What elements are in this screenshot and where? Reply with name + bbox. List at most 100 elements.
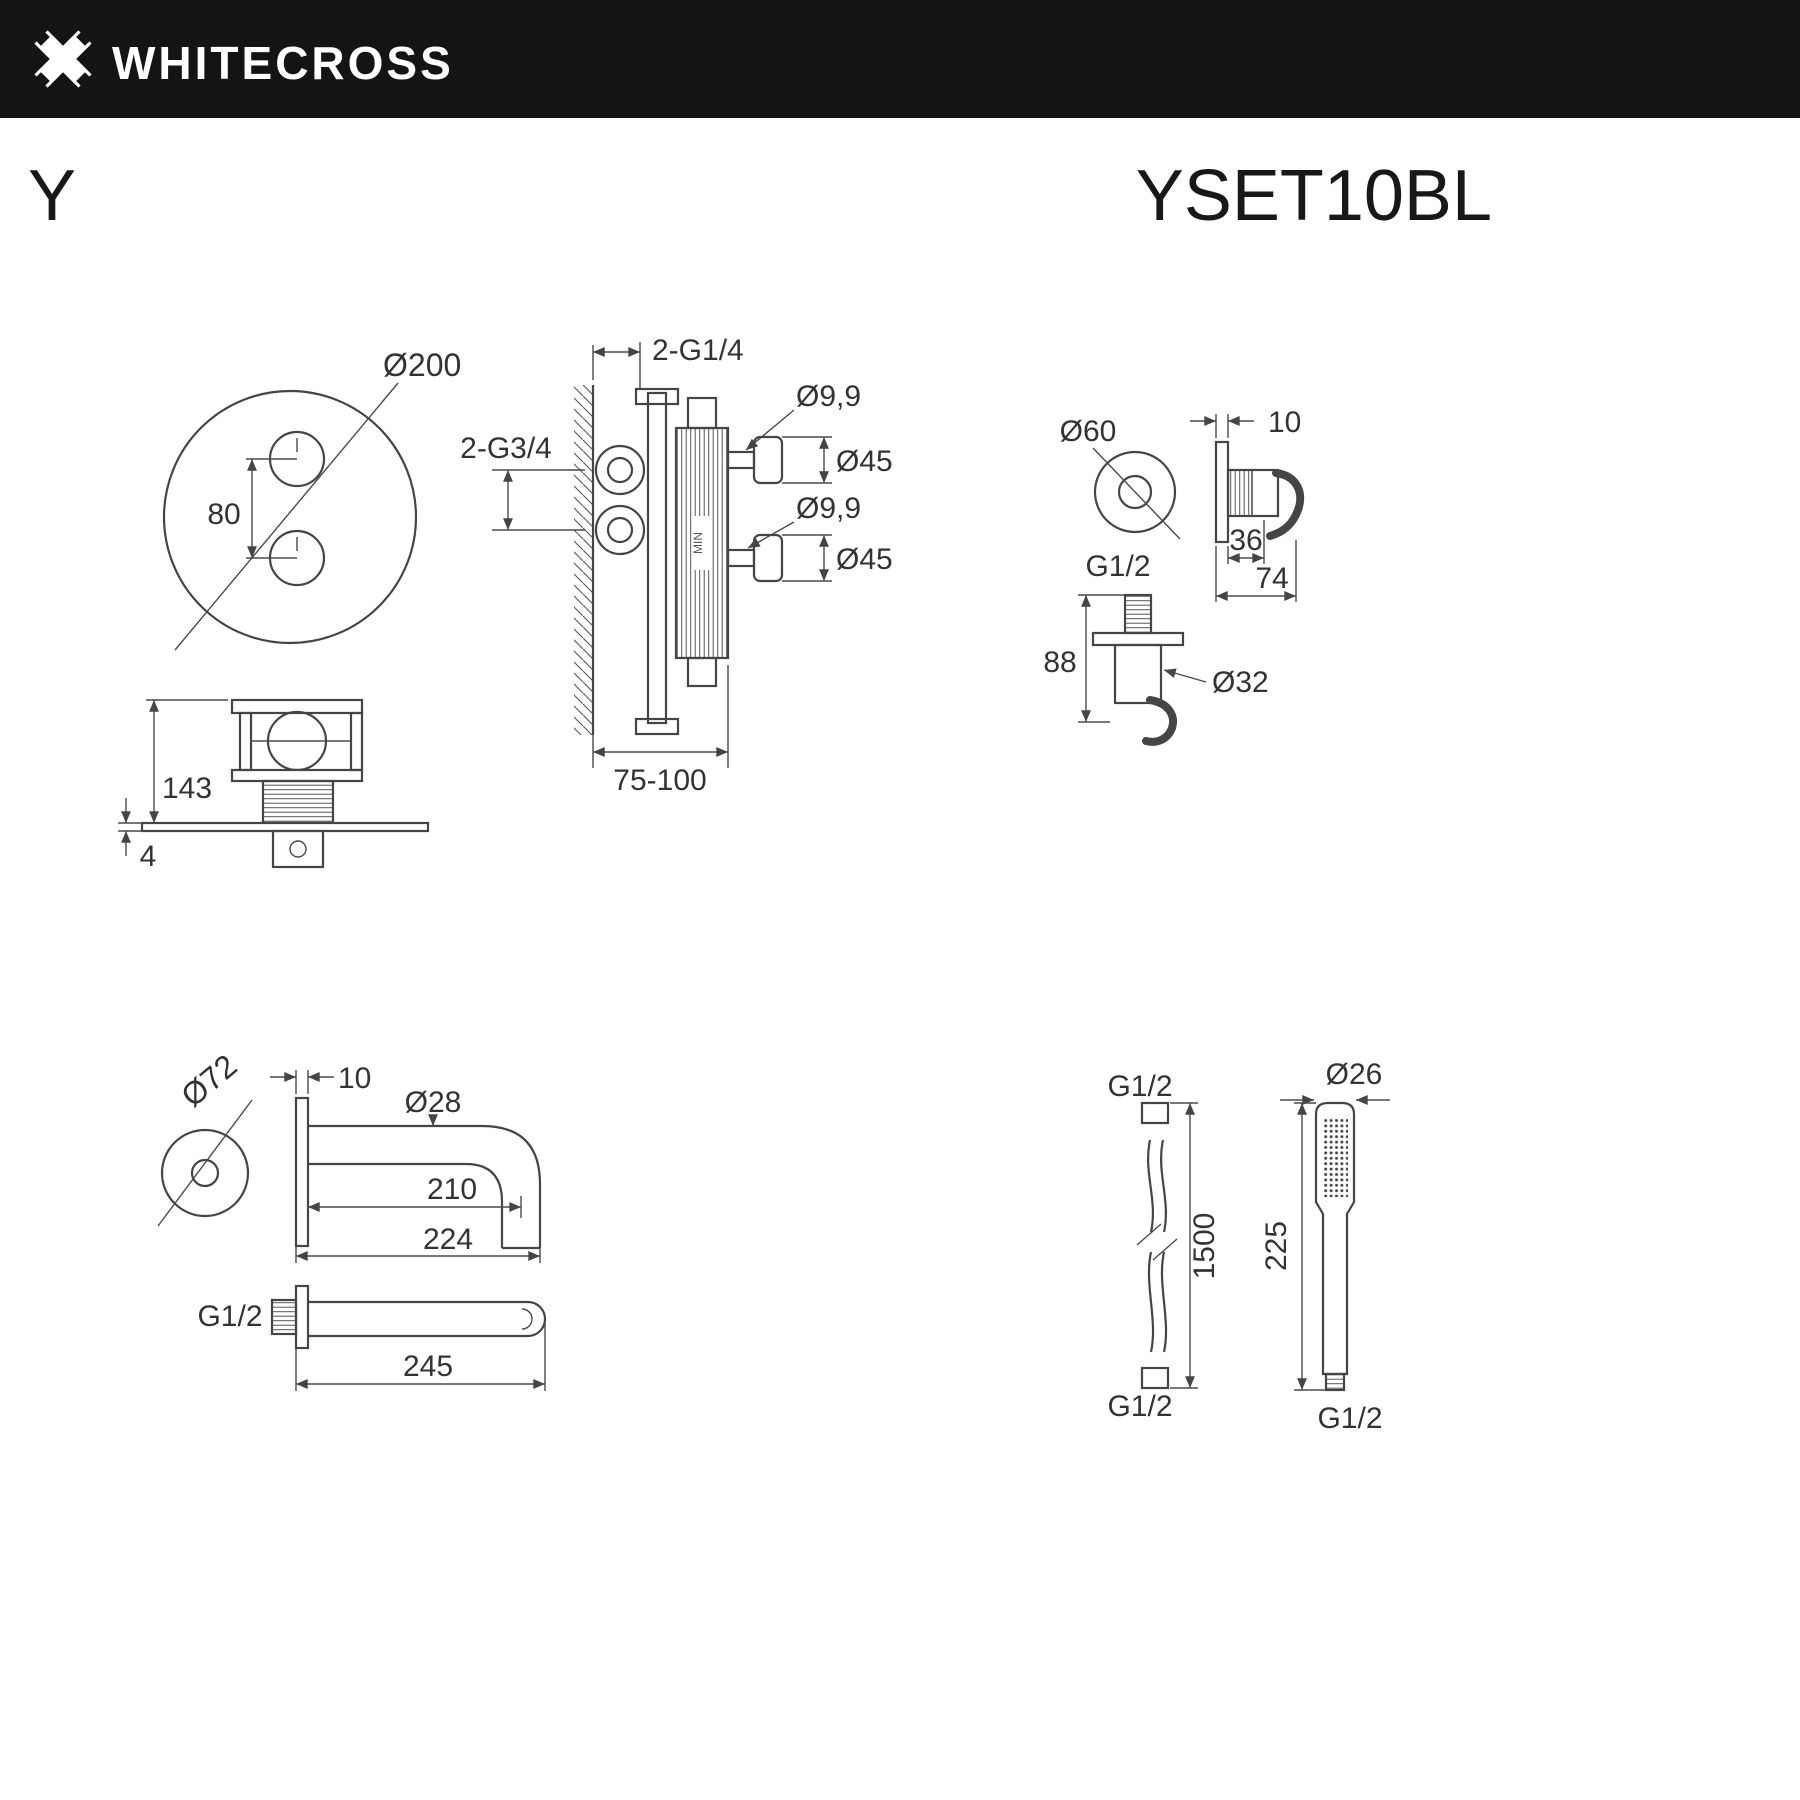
dim-outlet-depth: 74	[1215, 540, 1297, 602]
flange-cap-top	[634, 387, 680, 406]
dim-label-knob-spacing: 80	[207, 498, 240, 531]
valve-bottom-flange	[230, 768, 364, 783]
valve-lower-stub	[271, 829, 325, 869]
hose-break-mark	[1152, 1238, 1178, 1261]
holder-hook-lower	[1142, 696, 1177, 746]
dim-label-plate-thickness: 4	[140, 840, 157, 873]
valve-thread-section	[261, 779, 335, 825]
dim-outlet-body-diameter: Ø32	[1163, 666, 1269, 699]
dim-label-stem-top: Ø9,9	[796, 380, 861, 413]
dim-spout-length-total: 245	[295, 1322, 546, 1391]
dim-label-spout-plate: 10	[338, 1062, 371, 1095]
dim-label-knob-bottom: Ø45	[836, 543, 893, 576]
outlet-hole-circle	[1117, 474, 1153, 510]
diagram-trim-plate-front: 80 Ø200	[162, 347, 461, 651]
dim-label-spout-thread: G1/2	[197, 1300, 262, 1333]
dim-spout-reach-center: 210	[308, 1173, 522, 1218]
diagram-valve-front: 143 4	[118, 698, 430, 873]
dim-label-stem-bottom: Ø9,9	[796, 492, 861, 525]
cartridge-mark-bg	[693, 516, 711, 570]
x-cross-notch	[32, 72, 50, 90]
dim-label-outlet-height: 88	[1043, 646, 1076, 679]
outlet-diameter-leader	[1092, 447, 1181, 540]
diagram-spout: Ø72 10 Ø28 210 224 G	[157, 1047, 547, 1391]
port-bottom-outer	[594, 504, 646, 556]
dim-label-knob-top: Ø45	[836, 445, 893, 478]
spout-tip-inner-arc	[521, 1308, 533, 1330]
cartridge-mark: MIN	[691, 532, 705, 554]
knob-bottom-side	[752, 533, 784, 583]
dim-label-plate-diameter: Ø200	[383, 347, 461, 383]
top-port-stub	[686, 396, 718, 430]
dim-label-hose-length: 1500	[1188, 1213, 1221, 1280]
dim-label-hose-thread-bottom: G1/2	[1107, 1390, 1172, 1423]
port-bottom-inner	[606, 516, 634, 544]
dim-spout-tube-diameter: Ø28	[405, 1086, 462, 1126]
spout-plate-topview	[294, 1284, 310, 1350]
dim-label-outlet-plate: 10	[1268, 406, 1301, 439]
dim-label-spout-length: 245	[403, 1350, 453, 1383]
diagram-hose: G1/2 G1/2 1500	[1107, 1070, 1221, 1423]
valve-left-post	[238, 711, 253, 772]
dim-stem-bottom: Ø9,9	[747, 492, 861, 549]
dim-knob-top: Ø45	[782, 436, 893, 484]
dim-label-spout-reach-total: 224	[423, 1223, 473, 1256]
dim-label-outlet-depth: 74	[1255, 562, 1288, 595]
stem-bottom	[726, 548, 756, 568]
dim-label-outlet-diameter: Ø60	[1060, 415, 1117, 448]
set-screw-circle	[289, 840, 307, 858]
outlet-thread-stub	[1123, 593, 1153, 635]
dim-spout-plate-thickness: 10	[270, 1062, 371, 1095]
model-code: YSET10BL	[1136, 156, 1492, 236]
hose-line-right-upper	[1159, 1139, 1168, 1233]
dim-handshower-length: 225	[1260, 1102, 1326, 1391]
dim-label-spout-escutcheon: Ø72	[174, 1047, 243, 1113]
dim-top-threads: 2-G1/4	[592, 334, 744, 390]
dim-label-handshower-diameter: Ø26	[1326, 1058, 1383, 1091]
port-top-outer	[594, 444, 646, 496]
knob-top-side	[752, 435, 784, 485]
dim-spout-reach-total: 224	[295, 1223, 541, 1263]
dim-label-spout-tube: Ø28	[405, 1086, 462, 1119]
dim-label-spout-reach-center: 210	[427, 1173, 477, 1206]
dim-label-mount-depth: 75-100	[613, 764, 706, 797]
dim-side-threads: 2-G3/4	[460, 432, 585, 531]
outlet-wall-plate	[1214, 440, 1230, 544]
port-top-inner	[606, 456, 634, 484]
spout-tube-outer	[308, 1124, 542, 1248]
dim-outlet-plate-thickness: 10	[1190, 406, 1301, 439]
dim-label-valve-height: 143	[162, 772, 212, 805]
dim-stem-top: Ø9,9	[745, 380, 861, 451]
dim-label-hose-thread-top: G1/2	[1107, 1070, 1172, 1103]
x-cross-notch	[76, 72, 94, 90]
dim-label-outlet-body: Ø32	[1212, 666, 1269, 699]
header-bar: WHITECROSS	[0, 0, 1800, 118]
dim-label-outlet-thread: G1/2	[1085, 550, 1150, 583]
x-cross-icon	[34, 30, 92, 88]
dim-outlet-offset: 36	[1227, 520, 1265, 564]
dim-hose-length: 1500	[1170, 1102, 1221, 1389]
hose-fitting-top	[1140, 1101, 1170, 1125]
holder-hook-side	[1266, 469, 1305, 540]
trim-plate-edge	[140, 821, 430, 833]
outlet-body-lower	[1113, 643, 1163, 705]
hose-line-left-lower	[1147, 1251, 1155, 1353]
diagram-handshower: Ø26 225 G1/2	[1260, 1058, 1390, 1435]
handshower-thread-stub	[1324, 1372, 1346, 1392]
diagram-valve-side: MIN 2-G1/4 2-G3/4 Ø9,9 Ø45	[460, 334, 893, 797]
trim-plate-circle	[162, 389, 418, 645]
spray-face-dots	[1322, 1117, 1348, 1197]
spout-tube-inner	[308, 1162, 504, 1248]
x-cross-notch	[76, 28, 94, 46]
header-background	[0, 0, 1800, 118]
outlet-escutcheon-circle	[1093, 450, 1177, 534]
outlet-escutcheon-edge	[1091, 631, 1185, 647]
dim-label-handshower-thread: G1/2	[1317, 1402, 1382, 1435]
spout-diameter-leader	[157, 1099, 253, 1227]
dim-knob-spacing: 80	[207, 458, 297, 559]
mounting-plate	[646, 391, 668, 725]
hose-fitting-bottom	[1140, 1366, 1170, 1390]
spout-wall-plate	[294, 1096, 310, 1248]
spout-thread-stub	[270, 1298, 298, 1336]
